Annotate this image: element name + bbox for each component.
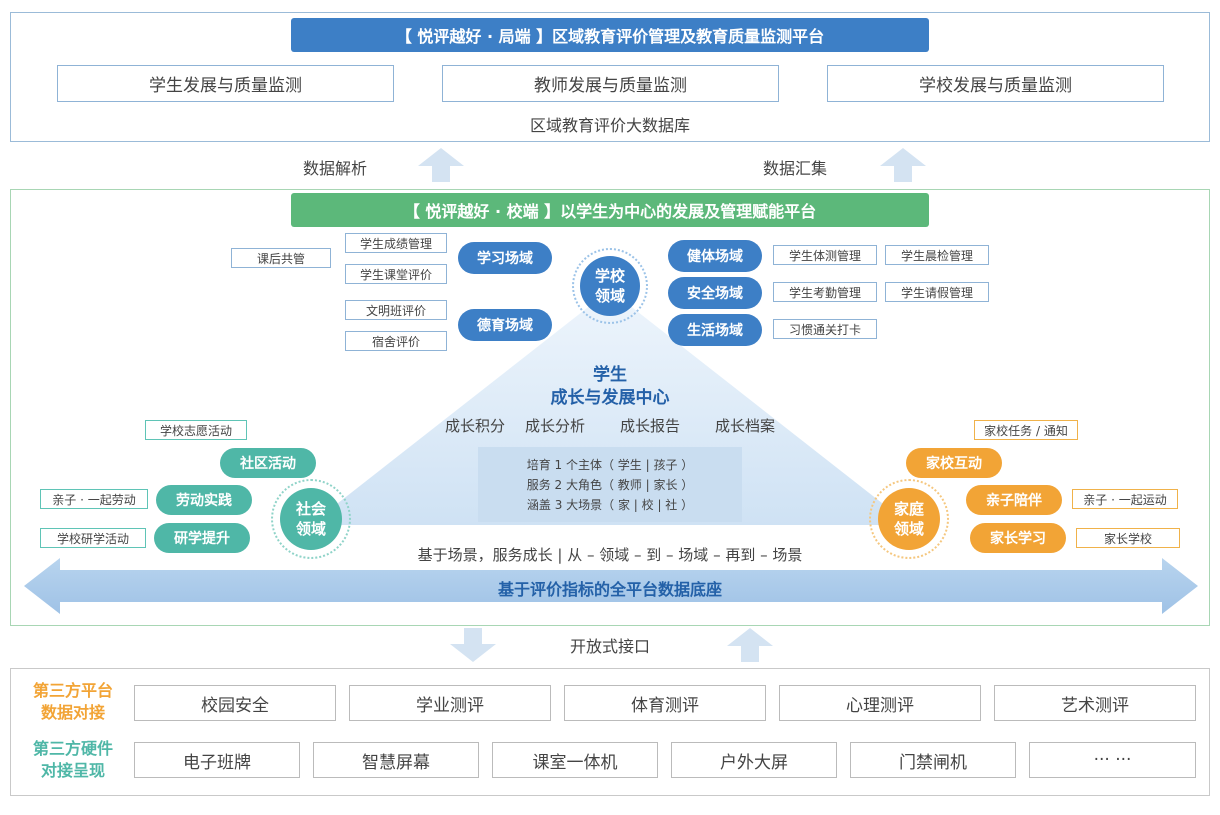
school-platform-title: 【 悦评越好 · 校端 】以学生为中心的发展及管理赋能平台: [291, 193, 929, 227]
data-analysis-label: 数据解析: [302, 159, 367, 178]
learning-field-pill: 学习场域: [458, 242, 552, 274]
society-circle-ring: [271, 479, 351, 559]
after-school-tag: 课后共管: [231, 248, 331, 268]
outdoor-screen-box: 户外大屏: [671, 742, 837, 778]
safety-field-pill: 安全场域: [668, 277, 762, 309]
labor-parent-tag: 亲子 · 一起劳动: [40, 489, 148, 509]
family-domain-line2: 领域: [893, 520, 924, 538]
third-party-panel: [10, 668, 1210, 796]
school-platform-panel: [10, 189, 1210, 626]
class-board-box: 电子班牌: [134, 742, 300, 778]
classroom-aio-box: 课室一体机: [492, 742, 658, 778]
scene-statement: 基于场景，服务成长 | 从 – 领域 – 到 – 场域 – 再到 – 场景: [417, 546, 803, 564]
center-line-2: 服务 2 大角色（ 教师 | 家长 ）: [526, 478, 694, 492]
down-arrow-icon: [450, 628, 496, 662]
moral-field-pill: 德育场域: [458, 309, 552, 341]
sports-test-box: 体育测评: [564, 685, 766, 721]
fitness-field-pill: 健体场域: [668, 240, 762, 272]
life-field-pill: 生活场域: [668, 314, 762, 346]
family-circle-ring: [869, 479, 949, 559]
teacher-monitor-box: 教师发展与质量监测: [442, 65, 779, 102]
society-domain-line1: 社会: [295, 500, 326, 518]
parent-sport-tag: 亲子 · 一起运动: [1072, 489, 1178, 509]
dorm-eval-tag: 宿舍评价: [345, 331, 447, 351]
open-interface-label: 开放式接口: [569, 637, 650, 656]
data-base-label: 基于评价指标的全平台数据底座: [497, 580, 722, 599]
hardware-label-line1: 第三方硬件: [32, 739, 113, 758]
center-line-3: 涵盖 3 大场景（ 家 | 校 | 社 ）: [526, 498, 694, 512]
growth-points: 成长积分: [444, 416, 505, 435]
fitness-test-tag: 学生体测管理: [773, 245, 877, 265]
school-monitor-box: 学校发展与质量监测: [827, 65, 1164, 102]
center-line-1: 培育 1 个主体（ 学生 | 孩子 ）: [526, 458, 694, 472]
platform-label-line2: 数据对接: [40, 703, 105, 722]
data-base-arrow: [24, 558, 1198, 614]
growth-archive: 成长档案: [714, 416, 775, 435]
school-circle-ring: [572, 248, 648, 324]
leave-tag: 学生请假管理: [885, 282, 989, 302]
school-domain-circle: 学校 领域: [580, 256, 640, 316]
district-database-label: 区域教育评价大数据库: [529, 116, 690, 135]
up-arrow-icon: [418, 148, 464, 182]
center-title-2: 成长与发展中心: [550, 388, 670, 408]
parent-learning-pill: 家长学习: [970, 523, 1066, 553]
civil-class-tag: 文明班评价: [345, 300, 447, 320]
parent-school-tag: 家长学校: [1076, 528, 1180, 548]
family-domain-circle: 家庭 领域: [878, 488, 940, 550]
campus-safety-box: 校园安全: [134, 685, 336, 721]
art-test-box: 艺术测评: [994, 685, 1196, 721]
home-school-pill: 家校互动: [906, 448, 1002, 478]
class-eval-tag: 学生课堂评价: [345, 264, 447, 284]
school-domain-line1: 学校: [594, 267, 625, 285]
growth-analysis: 成长分析: [524, 416, 585, 435]
third-party-hardware-label: 第三方硬件 对接呈现: [18, 738, 128, 782]
volunteer-tag: 学校志愿活动: [145, 420, 247, 440]
study-trip-tag: 学校研学活动: [40, 528, 146, 548]
center-title-1: 学生: [593, 365, 627, 385]
growth-report: 成长报告: [619, 416, 680, 435]
access-gate-box: 门禁闸机: [850, 742, 1016, 778]
habit-checkin-tag: 习惯通关打卡: [773, 319, 877, 339]
parent-child-pill: 亲子陪伴: [966, 485, 1062, 515]
family-domain-line1: 家庭: [893, 500, 924, 518]
up-arrow-icon: [727, 628, 773, 662]
morning-check-tag: 学生晨检管理: [885, 245, 989, 265]
data-aggregation-label: 数据汇集: [762, 159, 827, 178]
grade-manage-tag: 学生成绩管理: [345, 233, 447, 253]
psych-test-box: 心理测评: [779, 685, 981, 721]
platform-label-line1: 第三方平台: [32, 681, 113, 700]
attendance-tag: 学生考勤管理: [773, 282, 877, 302]
community-activity-pill: 社区活动: [220, 448, 316, 478]
student-monitor-box: 学生发展与质量监测: [57, 65, 394, 102]
district-platform-title: 【 悦评越好 · 局端 】区域教育评价管理及教育质量监测平台: [291, 18, 929, 52]
labor-practice-pill: 劳动实践: [156, 485, 252, 515]
academic-test-box: 学业测评: [349, 685, 551, 721]
school-domain-line2: 领域: [594, 287, 625, 305]
home-school-task-tag: 家校任务 / 通知: [974, 420, 1078, 440]
study-improve-pill: 研学提升: [154, 523, 250, 553]
society-domain-circle: 社会 领域: [280, 488, 342, 550]
more-box: ··· ···: [1029, 742, 1196, 778]
hardware-label-line2: 对接呈现: [40, 761, 105, 780]
society-domain-line2: 领域: [295, 520, 326, 538]
district-platform-panel: [10, 12, 1210, 142]
third-party-platform-label: 第三方平台 数据对接: [18, 680, 128, 724]
smart-screen-box: 智慧屏幕: [313, 742, 479, 778]
up-arrow-icon: [880, 148, 926, 182]
